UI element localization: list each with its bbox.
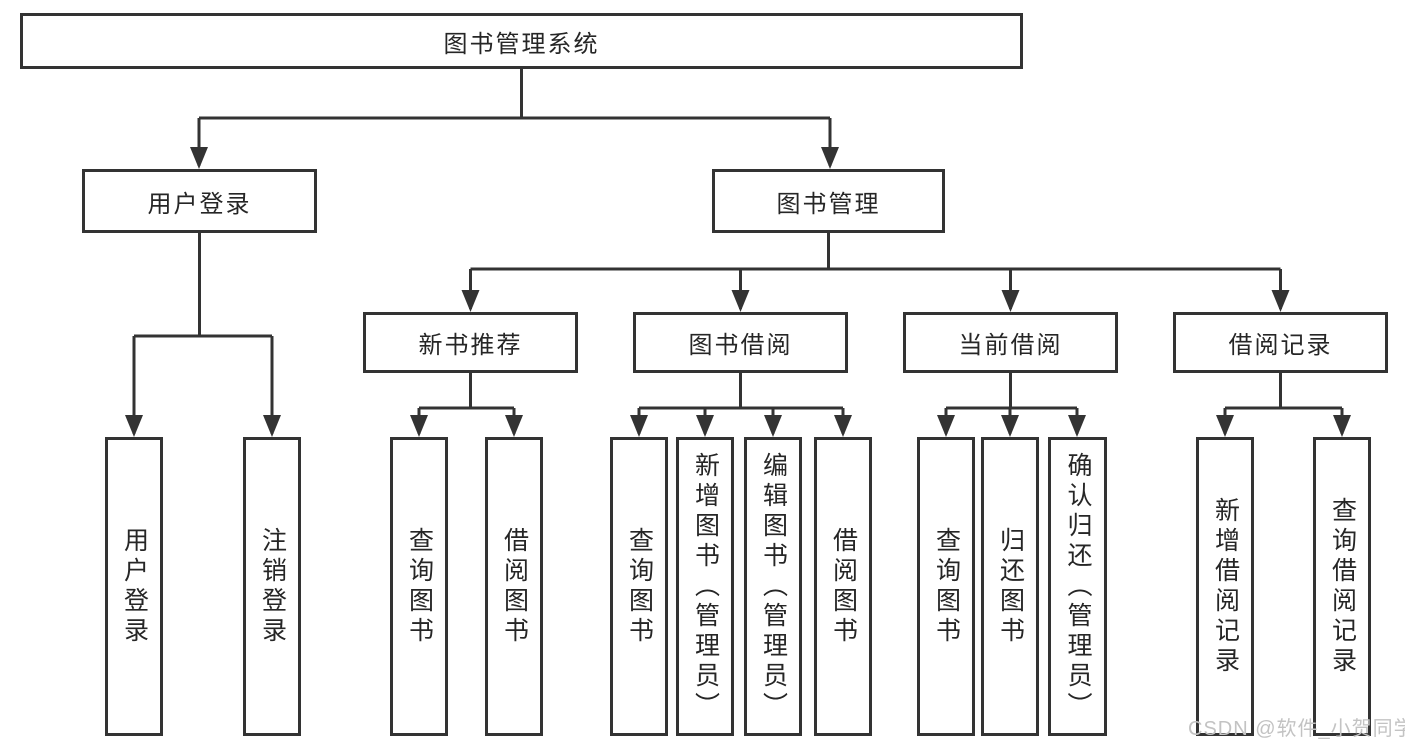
arrow-icon <box>1333 415 1351 437</box>
node-leaf-rc-add-record-label: 新增借阅记录 <box>1211 496 1240 677</box>
node-root-label: 图书管理系统 <box>443 30 600 58</box>
watermark: CSDN @软件_小贺同学 <box>1188 718 1405 740</box>
node-new-book-recommend: 新书推荐 <box>363 312 578 373</box>
node-leaf-nb-query-books: 查询图书 <box>390 437 448 736</box>
node-borrowing-records: 借阅记录 <box>1173 312 1388 373</box>
node-leaf-cu-query-books-label: 查询图书 <box>932 526 961 647</box>
arrow-icon <box>937 415 955 437</box>
node-user-login-label: 用户登录 <box>147 190 252 218</box>
node-leaf-rc-query-record-label: 查询借阅记录 <box>1328 496 1357 677</box>
node-current-borrowing: 当前借阅 <box>903 312 1118 373</box>
node-leaf-logout: 注销登录 <box>243 437 301 736</box>
node-root: 图书管理系统 <box>20 13 1023 69</box>
node-leaf-cu-query-books: 查询图书 <box>917 437 975 736</box>
node-leaf-cu-confirm-return-admin: 确认归还（管理员） <box>1048 437 1107 736</box>
node-leaf-bw-edit-books-admin: 编辑图书（管理员） <box>744 437 802 736</box>
node-leaf-bw-query-books: 查询图书 <box>610 437 668 736</box>
node-book-borrowing: 图书借阅 <box>633 312 848 373</box>
arrow-icon <box>190 147 208 169</box>
arrow-icon <box>410 415 428 437</box>
connector-userlogin-to-leaves <box>132 233 274 434</box>
node-leaf-cu-return-books: 归还图书 <box>981 437 1039 736</box>
node-leaf-nb-query-books-label: 查询图书 <box>405 526 434 647</box>
node-leaf-bw-borrow-books-label: 借阅图书 <box>829 526 858 647</box>
connector-current-to-leaves <box>944 373 1079 434</box>
arrow-icon <box>764 415 782 437</box>
node-current-borrowing-label: 当前借阅 <box>958 332 1063 359</box>
connector-records-to-leaves <box>1223 373 1344 434</box>
node-leaf-rc-query-record: 查询借阅记录 <box>1313 437 1371 736</box>
node-leaf-cu-return-books-label: 归还图书 <box>996 526 1025 647</box>
node-user-login: 用户登录 <box>82 169 317 233</box>
connector-root-to-level2 <box>197 69 832 166</box>
arrow-icon <box>696 415 714 437</box>
node-leaf-bw-query-books-label: 查询图书 <box>625 526 654 647</box>
node-book-management: 图书管理 <box>712 169 945 233</box>
node-leaf-bw-add-books-admin-label: 新增图书（管理员） <box>691 451 720 722</box>
arrow-icon <box>1271 290 1290 312</box>
arrow-icon <box>125 415 143 437</box>
arrow-icon <box>1001 290 1020 312</box>
node-book-borrowing-label: 图书借阅 <box>688 332 793 359</box>
arrow-icon <box>834 415 852 437</box>
node-leaf-rc-add-record: 新增借阅记录 <box>1196 437 1254 736</box>
node-leaf-user-login-label: 用户登录 <box>120 526 149 647</box>
arrow-icon <box>505 415 523 437</box>
arrow-icon <box>1216 415 1234 437</box>
node-leaf-cu-confirm-return-admin-label: 确认归还（管理员） <box>1064 451 1092 722</box>
node-leaf-logout-label: 注销登录 <box>258 526 287 647</box>
node-leaf-bw-add-books-admin: 新增图书（管理员） <box>676 437 734 736</box>
arrow-icon <box>630 415 648 437</box>
arrow-icon <box>821 147 839 169</box>
node-borrowing-records-label: 借阅记录 <box>1228 332 1333 359</box>
arrow-icon <box>1068 415 1086 437</box>
connector-borrowing-to-leaves <box>637 373 845 434</box>
node-leaf-user-login: 用户登录 <box>105 437 163 736</box>
node-leaf-nb-borrow-books-label: 借阅图书 <box>500 526 529 647</box>
node-leaf-bw-borrow-books: 借阅图书 <box>814 437 872 736</box>
arrow-icon <box>263 415 281 437</box>
arrow-icon <box>461 290 480 312</box>
node-new-book-recommend-label: 新书推荐 <box>418 332 523 359</box>
connector-bookmgmt-to-level3 <box>469 233 1282 309</box>
arrow-icon <box>731 290 750 312</box>
node-leaf-bw-edit-books-admin-label: 编辑图书（管理员） <box>759 451 788 722</box>
node-book-management-label: 图书管理 <box>776 190 881 218</box>
arrow-icon <box>1001 415 1019 437</box>
node-leaf-nb-borrow-books: 借阅图书 <box>485 437 543 736</box>
connector-newbooks-to-leaves <box>417 373 516 434</box>
